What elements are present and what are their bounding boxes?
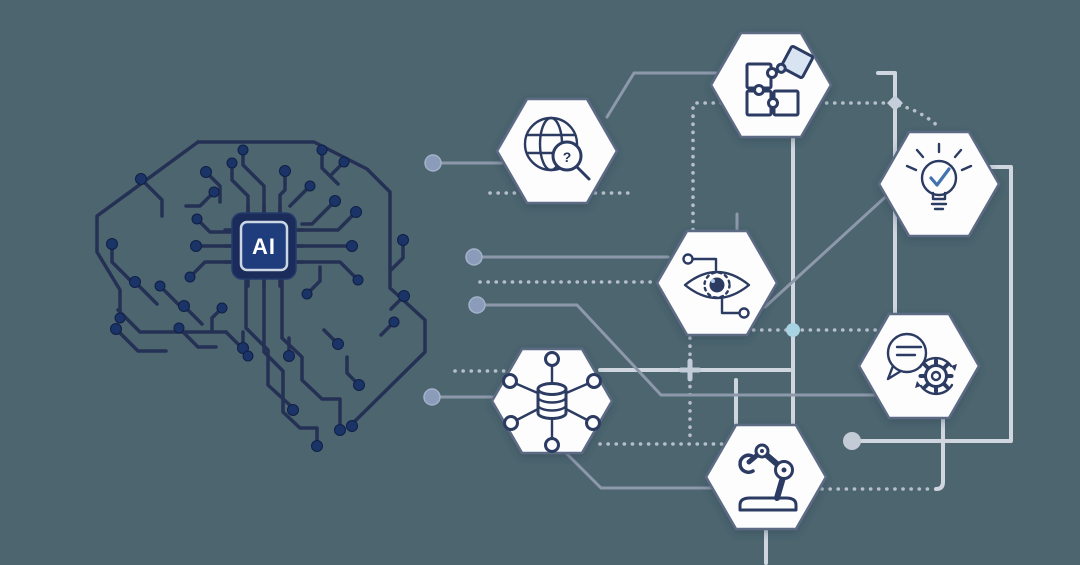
connector-endpoint-dot [465, 248, 483, 266]
globe-magnifier-question-icon: ? [523, 116, 591, 181]
brain-outline-trace [95, 140, 200, 318]
connector-endpoint-dot [843, 432, 861, 450]
hexagon-robotics [704, 423, 828, 531]
brain-outline-trace [116, 308, 228, 334]
hexagon-computer-vision [655, 229, 779, 337]
hexagon-conversation-automation [857, 312, 981, 420]
lightbulb-checkmark-icon [905, 142, 973, 211]
hexagon-problem-solving [709, 31, 833, 139]
junction-cross-node [678, 358, 702, 382]
hexagon-shape [857, 312, 981, 420]
junction-blue-node [786, 323, 800, 337]
connector-endpoint-dot [423, 388, 441, 406]
robot-arm-icon [738, 443, 798, 512]
database-nodes-icon [502, 351, 602, 453]
connector-line [564, 451, 714, 490]
connector-endpoint-dot [424, 154, 442, 172]
circuit-brain: AI [95, 140, 427, 452]
puzzle-pieces-icon [745, 44, 815, 117]
chip-label: AI [252, 234, 276, 259]
connector-endpoint-dot [468, 296, 486, 314]
junction-diamond-node [887, 95, 903, 111]
hexagon-data-network [490, 347, 614, 455]
hexagon-shape [704, 423, 828, 531]
connector-network [423, 71, 1013, 565]
hexagon-idea-validation [877, 130, 1001, 238]
hexagon-web-search: ? [495, 97, 619, 205]
hexagon-nodes: ? [490, 31, 1001, 531]
brain-traces [110, 148, 406, 446]
connector-line [763, 188, 895, 309]
ai-chip: AI [223, 204, 305, 288]
connector-line [934, 402, 945, 491]
connector-dotted-line [695, 101, 942, 130]
cybernetic-eye-icon [682, 253, 751, 319]
connector-line [605, 71, 718, 119]
connector-line [876, 71, 897, 332]
question-mark-glyph: ? [563, 149, 572, 165]
brain-trace-dots [106, 144, 410, 452]
connector-line [856, 165, 1013, 443]
chat-bubble-gear-sync-icon [886, 332, 957, 396]
connector-line [475, 303, 878, 397]
